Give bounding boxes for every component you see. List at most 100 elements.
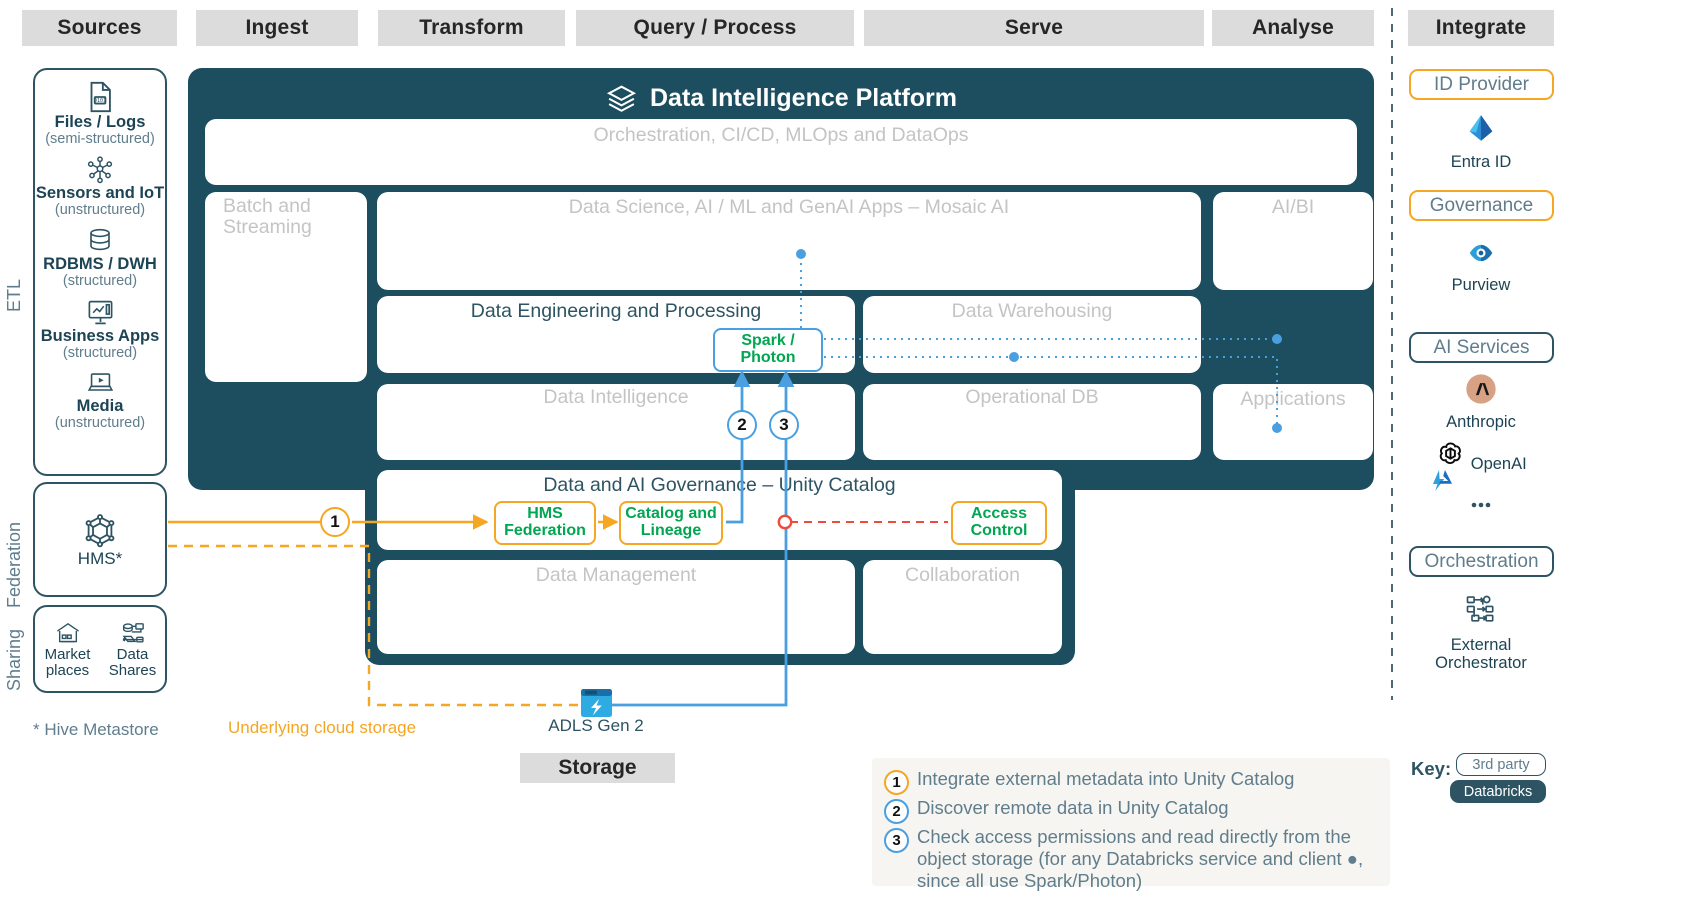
source-sub: (unstructured) — [54, 202, 146, 219]
pill-catalog-lineage-label: Catalog and Lineage — [625, 505, 717, 539]
svg-text:0101: 0101 — [94, 98, 106, 104]
openai-icon — [1440, 442, 1462, 465]
integrate-group-ai-services[interactable]: AI Services — [1409, 332, 1554, 363]
key-databricks-label: Databricks — [1463, 783, 1533, 800]
integrate-group-label: Orchestration — [1424, 550, 1539, 572]
source-item-data-shares[interactable]: Data Shares — [102, 620, 164, 679]
marketplace-icon — [56, 622, 79, 643]
source-item-media[interactable]: Media (unstructured) — [35, 369, 165, 432]
column-header-label: Ingest — [245, 16, 309, 39]
column-header-ingest: Ingest — [196, 10, 358, 46]
vendor-name: External Orchestrator — [1435, 636, 1527, 673]
source-sub: (structured) — [62, 345, 138, 362]
source-name: Sensors and IoT — [35, 183, 165, 202]
source-item-rdbms-dwh[interactable]: RDBMS / DWH (structured) — [35, 226, 165, 290]
cell-data-science-label: Data Science, AI / ML and GenAI Apps – M… — [568, 196, 1010, 218]
legend-box: 1 Integrate external metadata into Unity… — [872, 758, 1390, 891]
pill-hms-federation[interactable]: HMS Federation — [494, 501, 596, 545]
step-badge-1-number: 1 — [330, 512, 340, 531]
key-label: Key: — [1411, 758, 1452, 779]
sharing-panel: Market places Data Shares — [33, 605, 167, 693]
pill-access-control-label: Access Control — [970, 505, 1028, 539]
step-badge-1[interactable]: 1 — [320, 507, 350, 537]
vendor-name: OpenAI — [1470, 455, 1527, 473]
source-name: Business Apps — [40, 326, 160, 345]
storage-bar-label: Storage — [558, 756, 637, 779]
cell-data-science[interactable] — [377, 192, 1201, 290]
key-pill-third-party: 3rd party — [1456, 753, 1546, 776]
column-header-label: Analyse — [1252, 16, 1334, 39]
legend-number-1: 1 — [884, 770, 909, 795]
source-item-hms[interactable]: HMS* — [35, 512, 165, 568]
legend-row-1: 1 Integrate external metadata into Unity… — [884, 768, 1376, 795]
file-binary-icon: 0101 — [90, 81, 111, 113]
cell-applications-label: Applications — [1240, 388, 1346, 410]
key-pill-databricks: Databricks — [1450, 780, 1546, 803]
vendor-purview[interactable]: Purview — [1381, 238, 1581, 294]
pill-hms-federation-label: HMS Federation — [504, 505, 586, 539]
source-item-business-apps[interactable]: Business Apps (structured) — [35, 297, 165, 362]
column-header-sources: Sources — [22, 10, 177, 46]
sharing-axis-text: Sharing — [4, 628, 24, 692]
step-badge-2[interactable]: 2 — [727, 410, 757, 440]
cell-batch-streaming[interactable] — [205, 192, 367, 382]
vendor-entra-id[interactable]: Entra ID — [1381, 111, 1581, 171]
source-item-files-logs[interactable]: 0101 Files / Logs (semi-structured) — [35, 80, 165, 148]
source-sub: (unstructured) — [54, 415, 146, 432]
entra-id-icon — [1469, 115, 1493, 141]
vendor-more-ellipsis — [1381, 498, 1581, 516]
step-badge-3[interactable]: 3 — [769, 410, 799, 440]
legend-text-3: Check access permissions and read direct… — [917, 826, 1364, 891]
cell-data-management-label: Data Management — [535, 564, 697, 586]
source-name: RDBMS / DWH — [43, 254, 157, 273]
column-header-label: Query / Process — [633, 16, 797, 39]
cell-orchestration[interactable] — [205, 119, 1357, 185]
external-orchestrator-icon — [1466, 595, 1494, 622]
column-header-label: Sources — [57, 16, 142, 39]
source-name: Files / Logs — [54, 113, 146, 131]
column-header-serve: Serve — [864, 10, 1204, 46]
vendor-anthropic[interactable]: Anthropic — [1381, 373, 1581, 431]
source-name: Market places — [44, 645, 91, 679]
hms-cube-icon — [85, 513, 115, 547]
ellipsis-icon — [1471, 502, 1491, 508]
etl-axis-label: ETL — [4, 230, 25, 360]
purview-icon — [1469, 244, 1493, 262]
business-apps-icon — [88, 300, 112, 325]
integrate-group-orchestration[interactable]: Orchestration — [1409, 546, 1554, 577]
cell-ai-bi[interactable] — [1213, 192, 1373, 290]
pill-access-control[interactable]: Access Control — [951, 501, 1047, 545]
legend-row-3: 3 Check access permissions and read dire… — [884, 826, 1376, 891]
cell-data-intelligence-label: Data Intelligence — [543, 386, 689, 408]
integrate-group-id-provider[interactable]: ID Provider — [1409, 69, 1554, 100]
source-item-sensors-iot[interactable]: Sensors and IoT (unstructured) — [35, 155, 165, 219]
vendor-name: Purview — [1451, 276, 1511, 294]
integrate-group-label: AI Services — [1433, 336, 1530, 358]
source-item-marketplaces[interactable]: Market places — [37, 620, 99, 679]
sources-panel: 0101 Files / Logs (semi-structured) Sens… — [33, 68, 167, 476]
step-badge-3-number: 3 — [779, 415, 789, 434]
integrate-group-governance[interactable]: Governance — [1409, 190, 1554, 221]
pill-spark-photon[interactable]: Spark / Photon — [713, 328, 823, 372]
cell-batch-streaming-label: Batch and Streaming — [205, 195, 367, 238]
etl-axis-text: ETL — [4, 278, 24, 312]
adls-gen2-label: ADLS Gen 2 — [548, 716, 644, 735]
legend-text-1: Integrate external metadata into Unity C… — [917, 768, 1295, 789]
pill-catalog-lineage[interactable]: Catalog and Lineage — [619, 501, 723, 545]
vendor-openai[interactable]: OpenAI — [1381, 438, 1581, 474]
legend-number-3: 3 — [884, 828, 909, 853]
adls-gen2-icon — [581, 689, 612, 717]
integrate-group-label: Governance — [1429, 194, 1534, 216]
database-icon — [90, 228, 110, 251]
source-name: Media — [76, 396, 124, 415]
legend-row-2: 2 Discover remote data in Unity Catalog — [884, 797, 1376, 824]
cell-orchestration-label: Orchestration, CI/CD, MLOps and DataOps — [593, 124, 969, 146]
column-header-transform: Transform — [378, 10, 565, 46]
cell-collaboration[interactable] — [863, 560, 1062, 654]
hive-metastore-footnote: * Hive Metastore — [33, 720, 159, 739]
underlying-cloud-storage-note: Underlying cloud storage — [228, 718, 417, 737]
federation-panel: HMS* — [33, 482, 167, 597]
sensors-iot-icon — [87, 156, 113, 184]
vendor-external-orchestrator[interactable]: External Orchestrator — [1381, 592, 1581, 673]
cell-collaboration-label: Collaboration — [905, 564, 1020, 586]
